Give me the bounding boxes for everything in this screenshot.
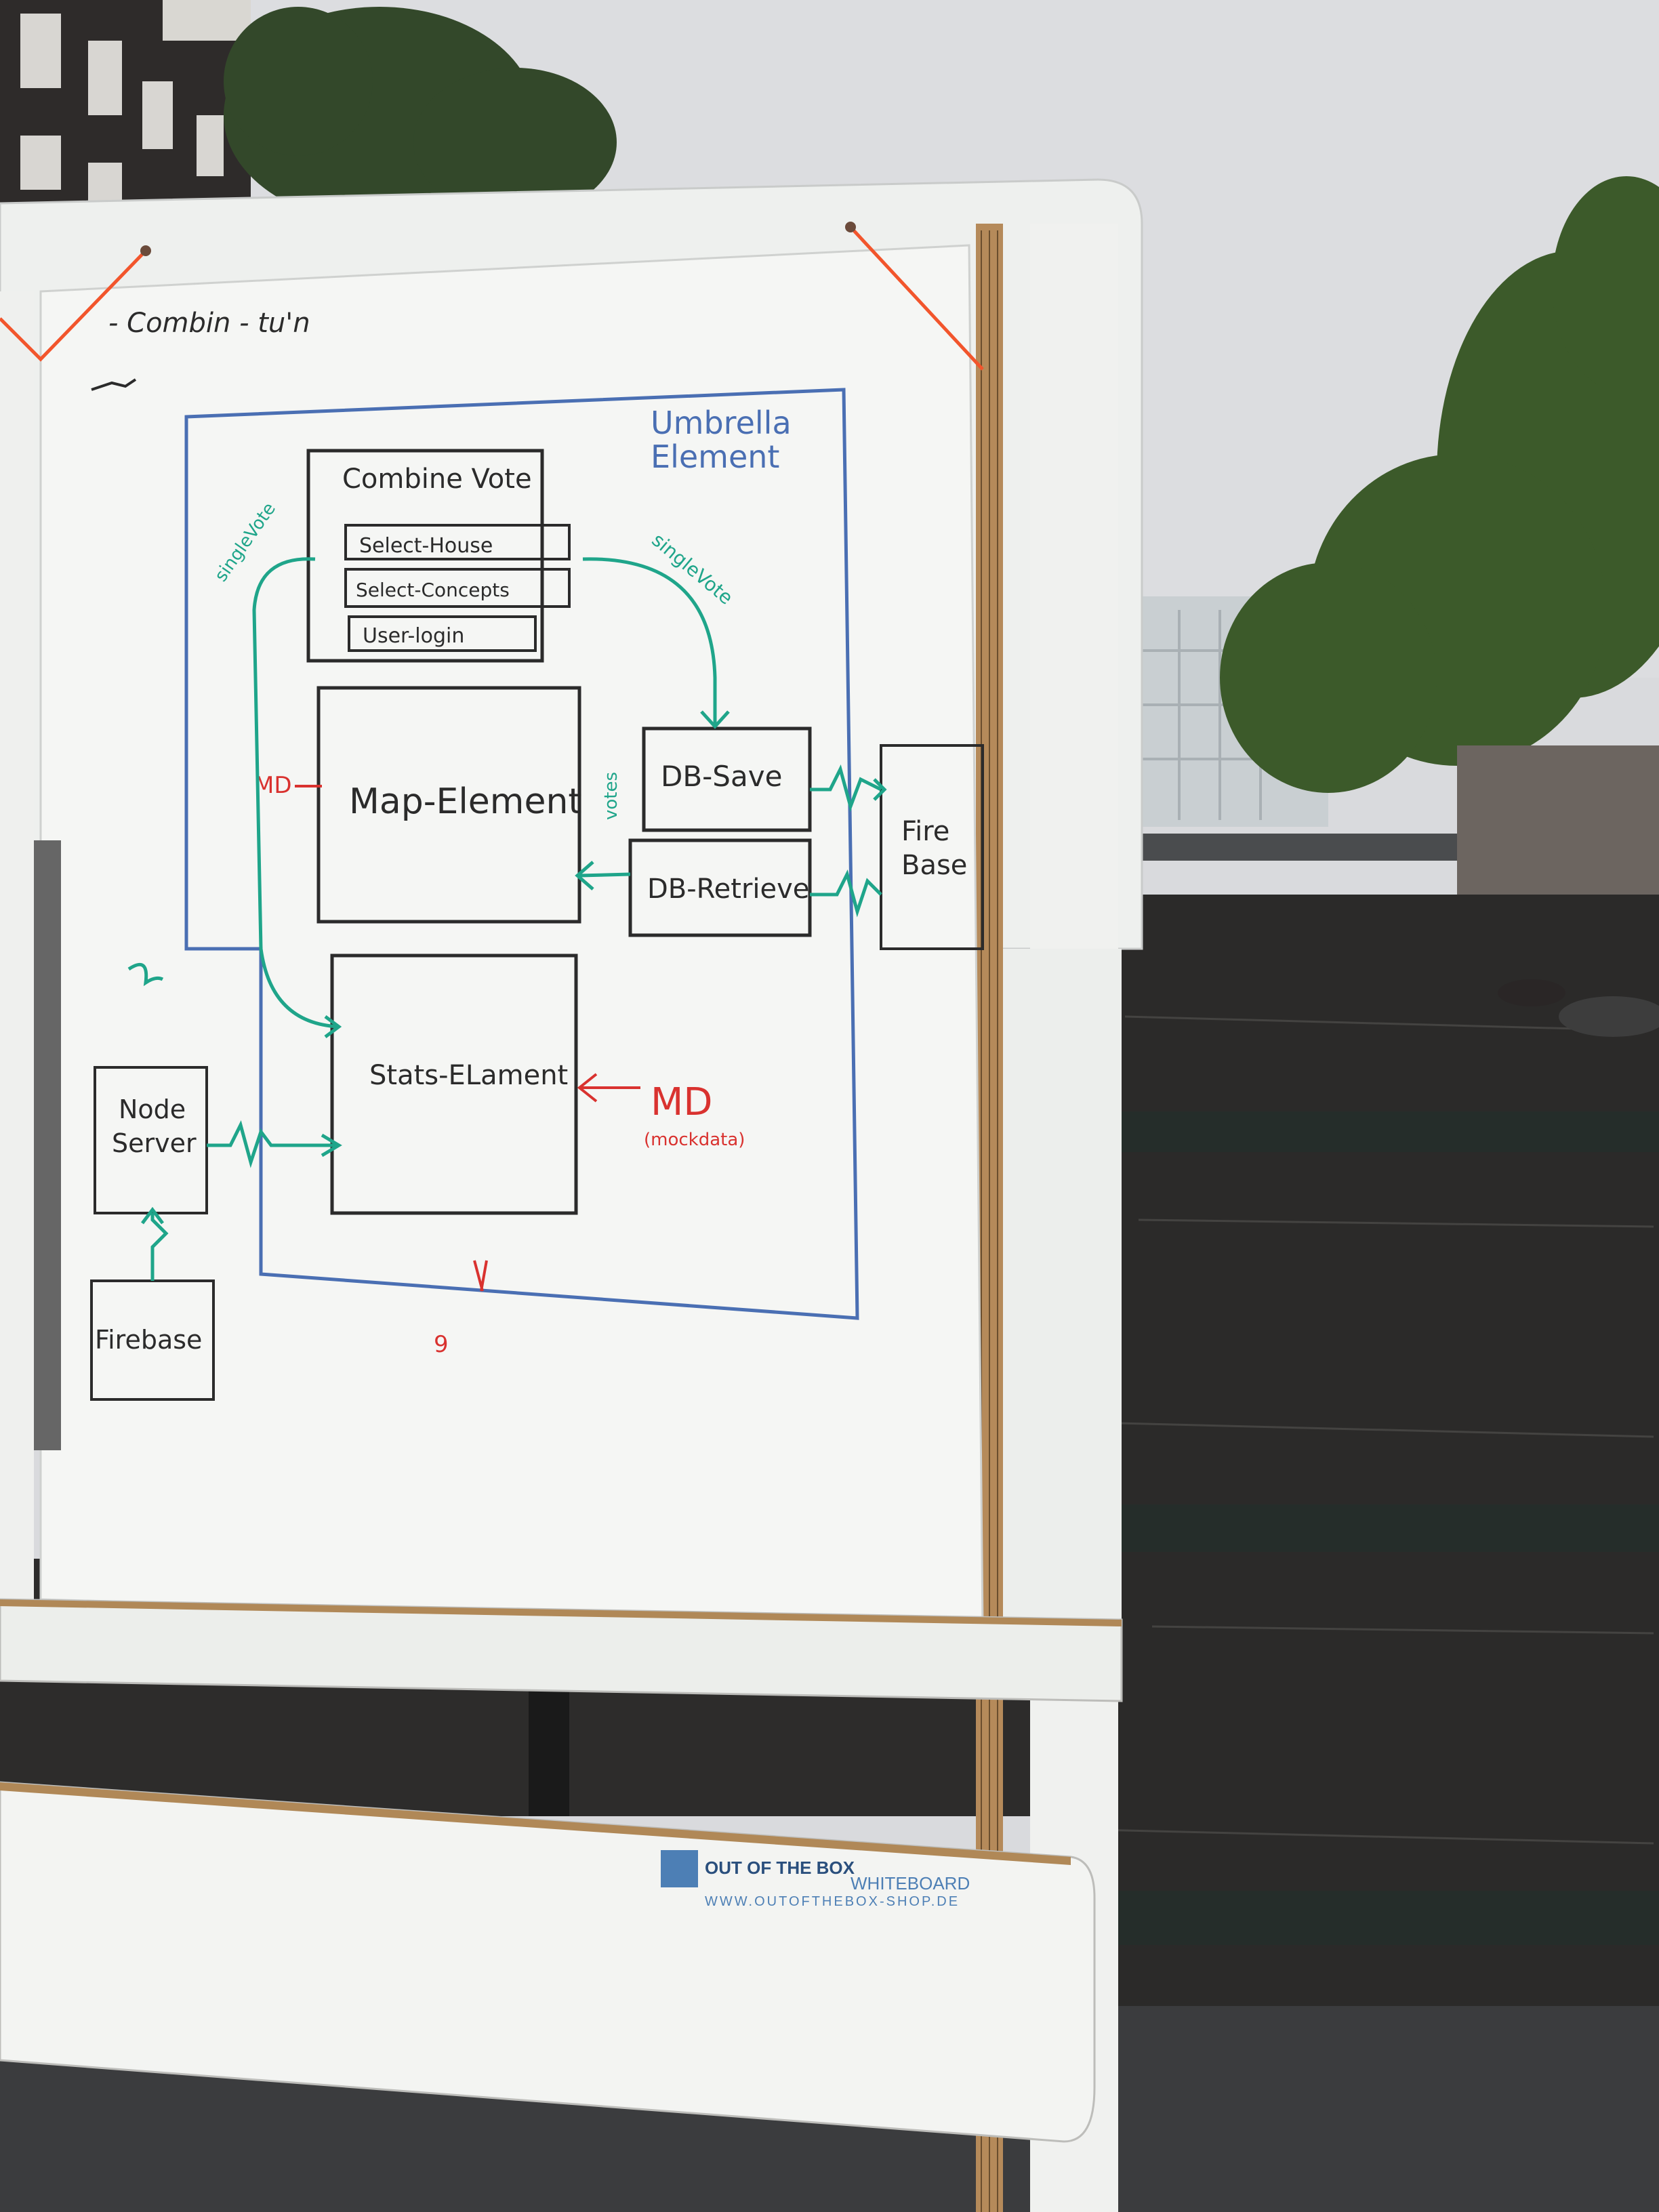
node-server-label-1: Node [119,1094,186,1124]
railing [1084,1111,1659,1945]
umbrella-label-2: Element [651,438,779,475]
mockdata-label: (mockdata) [644,1130,745,1150]
green-arrows [141,557,887,1281]
db-save-label: DB-Save [661,760,782,793]
umbrella-label-1: Umbrella [651,405,792,441]
scribble [91,378,137,391]
combine-vote-label: Combine Vote [342,464,532,495]
map-element-label: Map-Element [349,781,582,822]
stats-element-label: Stats-ELament [369,1060,568,1091]
md-left-label: MD [254,772,292,799]
boat [1559,996,1659,1037]
map-element-box [316,686,581,924]
db-retrieve-label: DB-Retrieve [647,874,809,905]
firebase-label: Firebase [95,1325,202,1355]
fire-base-box [880,744,984,950]
user-login-box [348,615,537,652]
md-right-label: MD [651,1080,712,1124]
bottom-panel [0,1781,1096,2143]
whiteboard-surface [39,244,984,1628]
bridge-distant [1125,834,1477,861]
fire-base-label-1: Fire [901,816,949,847]
canal-water [1084,895,1659,2047]
brand-name-right: WHITEBOARD [851,1873,970,1893]
select-concepts-label: Select-Concepts [356,579,510,601]
stats-element-box [330,954,578,1215]
hanging-string [0,226,984,371]
node-server-label-2: Server [112,1128,197,1158]
db-retrieve-box [628,838,812,937]
fire-base-label-2: Base [901,850,967,881]
brand-logo: OUT OF THE BOX WHITEBOARD WWW.OUTOFTHEBO… [661,1850,970,1909]
brand-url: WWW.OUTOFTHEBOX-SHOP.DE [705,1894,960,1909]
select-house-label: Select-House [359,534,493,558]
select-concepts-box [344,568,571,608]
db-save-box [642,726,812,832]
left-board-edge [0,291,34,1599]
top-note: - Combin - tu'n [108,308,310,339]
red-mark: 9 [434,1331,449,1358]
votes-label: votes [601,772,621,820]
combine-vote-box [306,449,544,663]
umbrella-element-box [184,388,859,1320]
trees-right [1220,176,1659,793]
select-house-box [344,524,571,560]
brand-name-left: OUT OF THE BOX [705,1858,855,1878]
box-icon [661,1850,698,1887]
user-login-label: User-login [363,624,464,648]
